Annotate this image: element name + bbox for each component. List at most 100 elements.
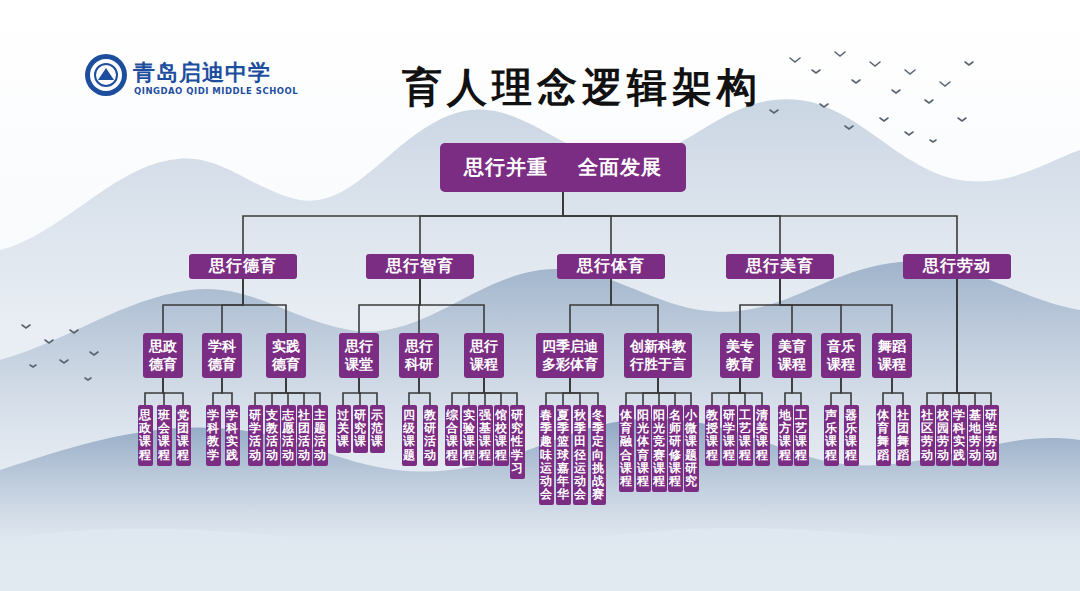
- node-text: 冬季定向挑战赛: [592, 409, 604, 501]
- tree-connector: [841, 378, 851, 405]
- tree-connector: [957, 279, 991, 405]
- tree-connector: [563, 192, 780, 254]
- tree-connector: [163, 378, 183, 405]
- node-text: 美专教育: [726, 338, 754, 373]
- tree-connector: [469, 378, 484, 405]
- tree-connector: [792, 378, 801, 405]
- node-text: 阳光竞赛课程: [653, 409, 665, 488]
- course-box: 综合课程: [445, 405, 460, 466]
- far-mountains: [0, 99, 1080, 591]
- node-text: 强基课程: [479, 409, 491, 462]
- node-text: 四季启迪多彩体育: [542, 338, 598, 373]
- course-box: 工艺课程: [794, 405, 809, 466]
- node-text: 学科德育: [208, 338, 236, 373]
- tree-connector: [243, 192, 563, 254]
- node-text: 综合课程: [446, 409, 458, 462]
- tree-connector: [611, 279, 658, 333]
- course-box: 实验课程: [462, 405, 477, 466]
- course-box: 党团课程: [176, 405, 191, 466]
- node-text: 思行并重 全面发展: [464, 154, 662, 181]
- category-box: 思行德育: [189, 254, 297, 279]
- tree-connector: [213, 378, 222, 405]
- node-text: 思行劳动: [911, 256, 1003, 277]
- node-text: 思行课程: [470, 338, 498, 373]
- tree-connector: [222, 378, 232, 405]
- category-box: 思行课程: [464, 333, 504, 378]
- node-text: 思政德育: [149, 338, 177, 373]
- tree-connector: [780, 279, 792, 333]
- course-box: 馆校课程: [494, 405, 509, 466]
- tree-connector: [420, 192, 563, 254]
- category-box: 音乐课程: [821, 333, 861, 378]
- course-box: 支教活动: [265, 405, 280, 466]
- node-text: 音乐课程: [827, 338, 855, 373]
- node-text: 思政课程: [139, 409, 151, 462]
- node-text: 校园劳动: [937, 409, 949, 462]
- tree-connector: [546, 378, 570, 405]
- tree-connector: [780, 279, 892, 333]
- node-text: 名师研修课程: [669, 409, 681, 488]
- tree-connector: [658, 378, 675, 405]
- course-box: 冬季定向挑战赛: [591, 405, 606, 505]
- category-box: 实践德育: [266, 333, 306, 378]
- tree-connector: [286, 378, 320, 405]
- node-text: 思行科研: [405, 338, 433, 373]
- course-box: 研究课: [353, 405, 368, 453]
- tree-connector: [943, 279, 957, 405]
- course-box: 体育融合课程: [619, 405, 634, 492]
- school-emblem: [85, 54, 127, 96]
- node-text: 研学课程: [723, 409, 735, 462]
- node-text: 体育融合课程: [620, 409, 632, 488]
- course-box: 器乐课程: [844, 405, 859, 466]
- tree-connector: [626, 378, 658, 405]
- course-box: 四级课题: [402, 405, 417, 466]
- course-box: 阳光体育课程: [636, 405, 651, 492]
- course-box: 小微课题研究: [684, 405, 699, 492]
- tree-connector: [359, 279, 420, 333]
- root-box: 思行并重 全面发展: [440, 143, 686, 192]
- node-text: 教研活动: [424, 409, 436, 462]
- course-box: 基地劳动: [968, 405, 983, 466]
- tree-connector: [484, 378, 517, 405]
- tree-connector: [957, 279, 975, 405]
- tree-connector: [563, 192, 957, 254]
- node-text: 示范课: [371, 409, 383, 449]
- node-text: 思行体育: [565, 256, 657, 277]
- tree-connector: [419, 378, 430, 405]
- node-text: 创新科教行胜于言: [630, 338, 686, 373]
- node-text: 声乐课程: [825, 409, 837, 462]
- category-box: 美专教育: [720, 333, 760, 378]
- tree-connector: [286, 378, 304, 405]
- node-text: 秋季田径运动会: [574, 409, 586, 501]
- tree-connector: [243, 279, 286, 333]
- node-text: 学科实践: [953, 409, 965, 462]
- course-box: 教授课程: [705, 405, 720, 466]
- course-box: 思政课程: [138, 405, 153, 466]
- course-box: 主题活动: [313, 405, 328, 466]
- tree-connector: [255, 378, 286, 405]
- course-box: 学科实践: [225, 405, 240, 466]
- category-box: 学科德育: [202, 333, 242, 378]
- category-box: 思行课堂: [339, 333, 379, 378]
- school-name: 青岛启迪中学: [133, 58, 271, 88]
- category-box: 四季启迪多彩体育: [536, 333, 604, 378]
- node-text: 研学活动: [249, 409, 261, 462]
- school-name-en: QINGDAO QIDI MIDDLE SCHOOL: [134, 86, 298, 96]
- course-box: 过关课: [336, 405, 351, 453]
- node-text: 研学劳动: [985, 409, 997, 462]
- tree-connector: [740, 378, 762, 405]
- node-text: 小微课题研究: [685, 409, 697, 488]
- node-text: 研究课: [354, 409, 366, 449]
- course-box: 名师研修课程: [668, 405, 683, 492]
- node-text: 思行智育: [374, 256, 466, 277]
- diagram-title: 育人理念逻辑架构: [402, 60, 762, 115]
- node-text: 美育课程: [778, 338, 806, 373]
- node-text: 教授课程: [706, 409, 718, 462]
- node-text: 夏季篮球嘉年华: [557, 409, 569, 501]
- course-box: 班会课程: [157, 405, 172, 466]
- tree-connector: [785, 378, 792, 405]
- course-box: 示范课: [370, 405, 385, 453]
- course-box: 工艺课程: [738, 405, 753, 466]
- course-box: 地方课程: [778, 405, 793, 466]
- tree-connector: [831, 378, 841, 405]
